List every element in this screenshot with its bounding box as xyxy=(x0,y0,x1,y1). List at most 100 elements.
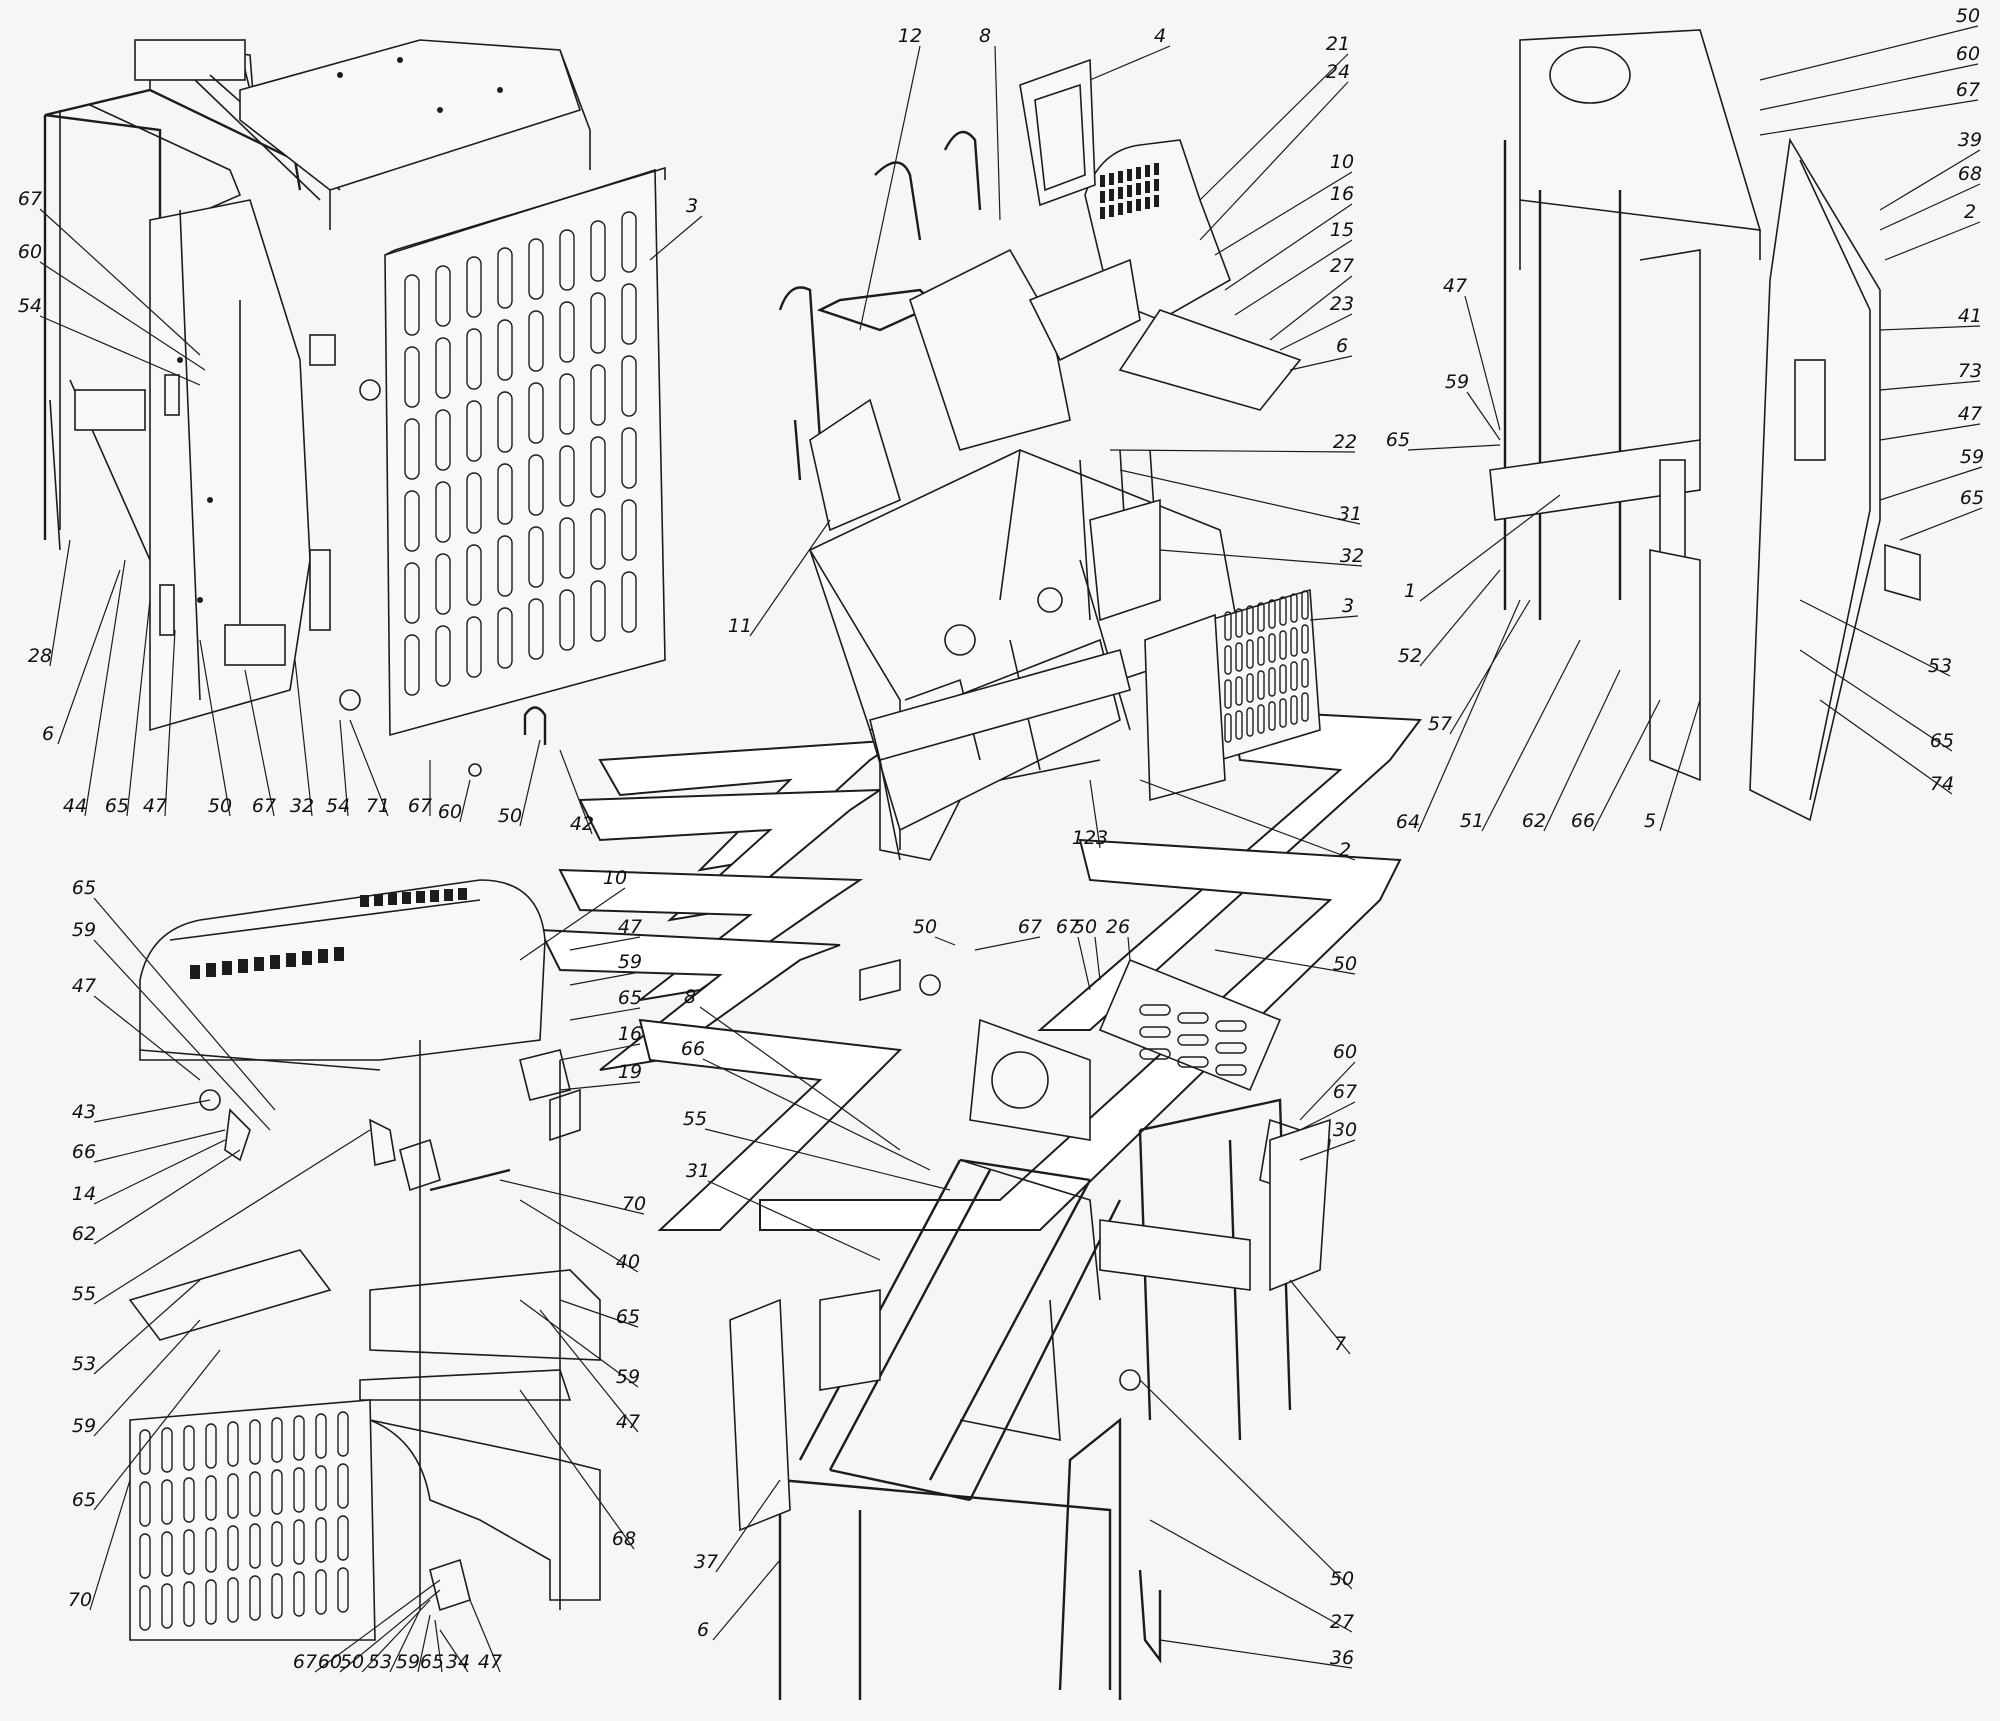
leader-line xyxy=(1879,380,1981,391)
callout-number: 65 xyxy=(105,795,129,817)
leader-line xyxy=(1094,936,1101,981)
leader-line xyxy=(1419,569,1501,667)
callout-number: 66 xyxy=(1571,810,1595,832)
callout-number: 16 xyxy=(618,1023,642,1045)
leader-line xyxy=(859,45,921,331)
leader-line xyxy=(93,1149,241,1245)
callout-number: 54 xyxy=(326,795,350,817)
callout-number: 74 xyxy=(1930,773,1954,795)
leader-line xyxy=(93,939,271,1131)
callout-number: 67 xyxy=(1333,1081,1357,1103)
leader-line xyxy=(459,779,471,823)
leader-line xyxy=(1592,699,1661,832)
callout-number: 3 xyxy=(1342,595,1354,617)
leader-line xyxy=(704,1128,951,1191)
leader-line xyxy=(93,1129,371,1305)
leader-line xyxy=(1879,149,1981,211)
callout-number: 66 xyxy=(681,1038,705,1060)
leader-line xyxy=(1879,325,1981,331)
leader-line xyxy=(126,599,151,817)
callout-number: 24 xyxy=(1326,61,1350,83)
callout-number: 65 xyxy=(618,987,642,1009)
callout-number: 65 xyxy=(616,1306,640,1328)
callout-number: 4 xyxy=(1154,25,1166,47)
leader-line xyxy=(1419,494,1561,602)
leader-line xyxy=(93,1129,226,1163)
callout-number: 8 xyxy=(684,986,696,1008)
callout-number: 65 xyxy=(72,1489,96,1511)
callout-number: 53 xyxy=(1928,655,1952,677)
leader-line xyxy=(339,1589,441,1673)
callout-number: 10 xyxy=(603,867,627,889)
leader-line xyxy=(1659,699,1701,832)
callout-number: 65 xyxy=(1930,730,1954,752)
leader-line xyxy=(702,1058,931,1171)
callout-number: 55 xyxy=(72,1283,96,1305)
callout-number: 50 xyxy=(340,1651,364,1673)
callout-number: 22 xyxy=(1333,431,1357,453)
leader-line xyxy=(1879,466,1983,501)
leader-line xyxy=(164,629,176,817)
leader-line xyxy=(712,1559,781,1641)
leader-line xyxy=(569,1007,641,1021)
leader-line xyxy=(1299,1061,1356,1121)
leader-line xyxy=(199,639,231,817)
leader-line xyxy=(93,1279,201,1375)
leader-line xyxy=(39,315,201,386)
callout-number: 6 xyxy=(697,1619,709,1641)
leader-line xyxy=(559,749,593,835)
callout-number: 70 xyxy=(68,1589,92,1611)
callout-number: 39 xyxy=(1958,129,1982,151)
callout-number: 65 xyxy=(420,1651,444,1673)
leader-line xyxy=(1224,203,1353,291)
leader-line xyxy=(519,1389,635,1550)
leader-line xyxy=(314,1579,441,1673)
callout-number: 8 xyxy=(979,25,991,47)
leader-line xyxy=(1417,599,1521,833)
leader-line xyxy=(1879,423,1981,441)
leader-line xyxy=(417,1614,431,1673)
callout-number: 60 xyxy=(1956,43,1980,65)
leader-line xyxy=(715,1479,781,1573)
callout-number: 50 xyxy=(1956,5,1980,27)
leader-line xyxy=(93,995,201,1081)
callout-number: 1 xyxy=(1404,580,1416,602)
leader-line xyxy=(1139,1379,1353,1590)
leader-line xyxy=(539,1309,639,1433)
callout-number: 7 xyxy=(1334,1333,1346,1355)
leader-line xyxy=(434,1619,443,1673)
callout-number: 32 xyxy=(290,795,314,817)
leader-line xyxy=(57,569,121,745)
callout-number: 14 xyxy=(72,1183,96,1205)
leader-line xyxy=(1289,355,1353,371)
leader-line xyxy=(49,539,71,667)
leader-line xyxy=(559,1299,639,1328)
callout-number: 59 xyxy=(72,1415,96,1437)
callout-number: 42 xyxy=(570,813,594,835)
leader-line xyxy=(1279,313,1353,351)
callout-number: 47 xyxy=(478,1651,502,1673)
callout-number: 62 xyxy=(72,1223,96,1245)
leader-line xyxy=(1089,45,1171,81)
leader-line xyxy=(1109,449,1356,453)
leader-line xyxy=(1899,507,1983,541)
leader-line xyxy=(1759,63,1979,111)
callout-number: 67 xyxy=(1018,916,1042,938)
leader-line xyxy=(89,1479,131,1611)
leader-line xyxy=(1884,221,1981,261)
callout-number: 27 xyxy=(1330,255,1354,277)
callout-number: 19 xyxy=(618,1061,642,1083)
callout-number: 11 xyxy=(728,615,752,637)
callout-number: 50 xyxy=(913,916,937,938)
callout-number: 43 xyxy=(72,1101,96,1123)
callout-number: 57 xyxy=(1428,713,1452,735)
leader-line xyxy=(1127,936,1131,961)
leader-line xyxy=(1149,1519,1353,1633)
callout-number: 5 xyxy=(1644,810,1656,832)
leader-line xyxy=(439,1629,469,1673)
callout-number: 2 xyxy=(1964,201,1976,223)
callout-number: 60 xyxy=(18,241,42,263)
callout-number: 41 xyxy=(1958,305,1982,327)
callout-number: 59 xyxy=(616,1366,640,1388)
